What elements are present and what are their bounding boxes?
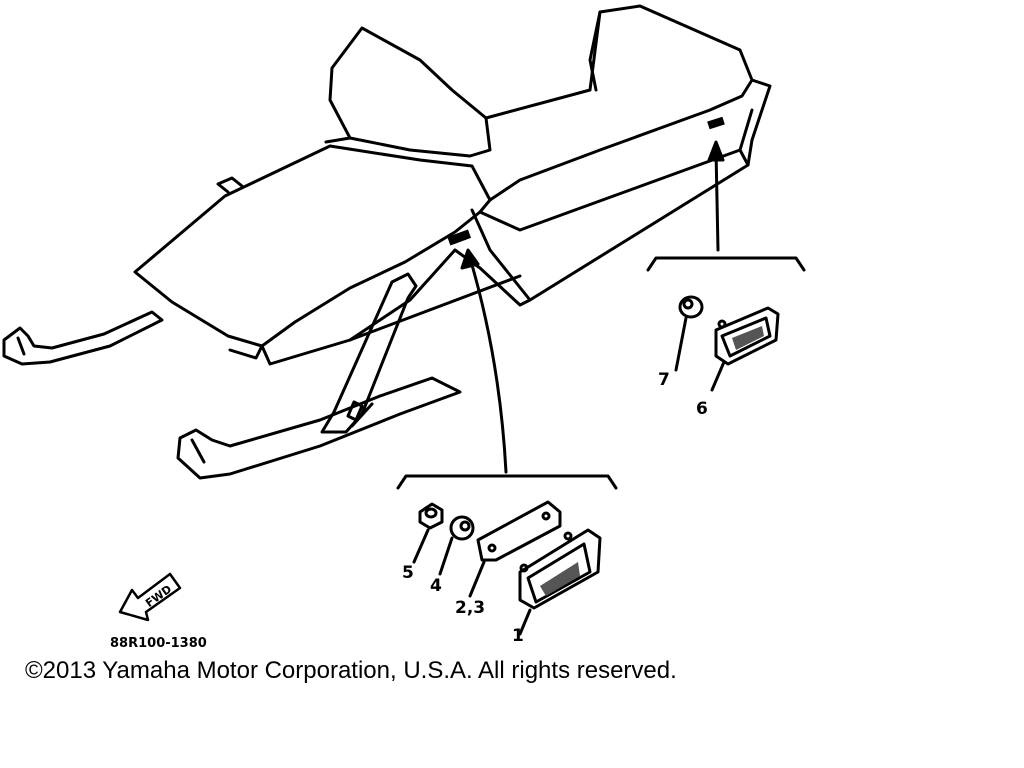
callout-5: 5 [402,563,414,583]
part-5-nut [412,502,444,564]
bracket-bottom [396,474,618,490]
ski-left [2,310,164,366]
drawing-code: 88R100-1380 [110,636,207,651]
callout-4: 4 [430,576,442,596]
copyright-notice: ©2013 Yamaha Motor Corporation, U.S.A. A… [25,657,677,684]
part-1-reflector [518,528,602,636]
snowmobile-illustration [133,4,772,366]
leader-arrow-right [707,140,725,252]
callout-7: 7 [658,370,670,390]
parts-diagram: FWD [2,4,806,636]
part-6-reflector [710,306,780,392]
part-4-washer [438,515,475,576]
callout-2-3: 2,3 [455,598,486,618]
ski-right [176,272,462,480]
part-7-grommet [674,295,704,372]
part-23-base-plate [468,500,562,598]
callout-1: 1 [512,626,524,646]
fwd-label: FWD [143,583,174,610]
fwd-arrow-icon: FWD [118,572,182,622]
bracket-right [646,256,806,272]
callout-6: 6 [696,399,708,419]
leader-arrow-left [460,248,508,474]
